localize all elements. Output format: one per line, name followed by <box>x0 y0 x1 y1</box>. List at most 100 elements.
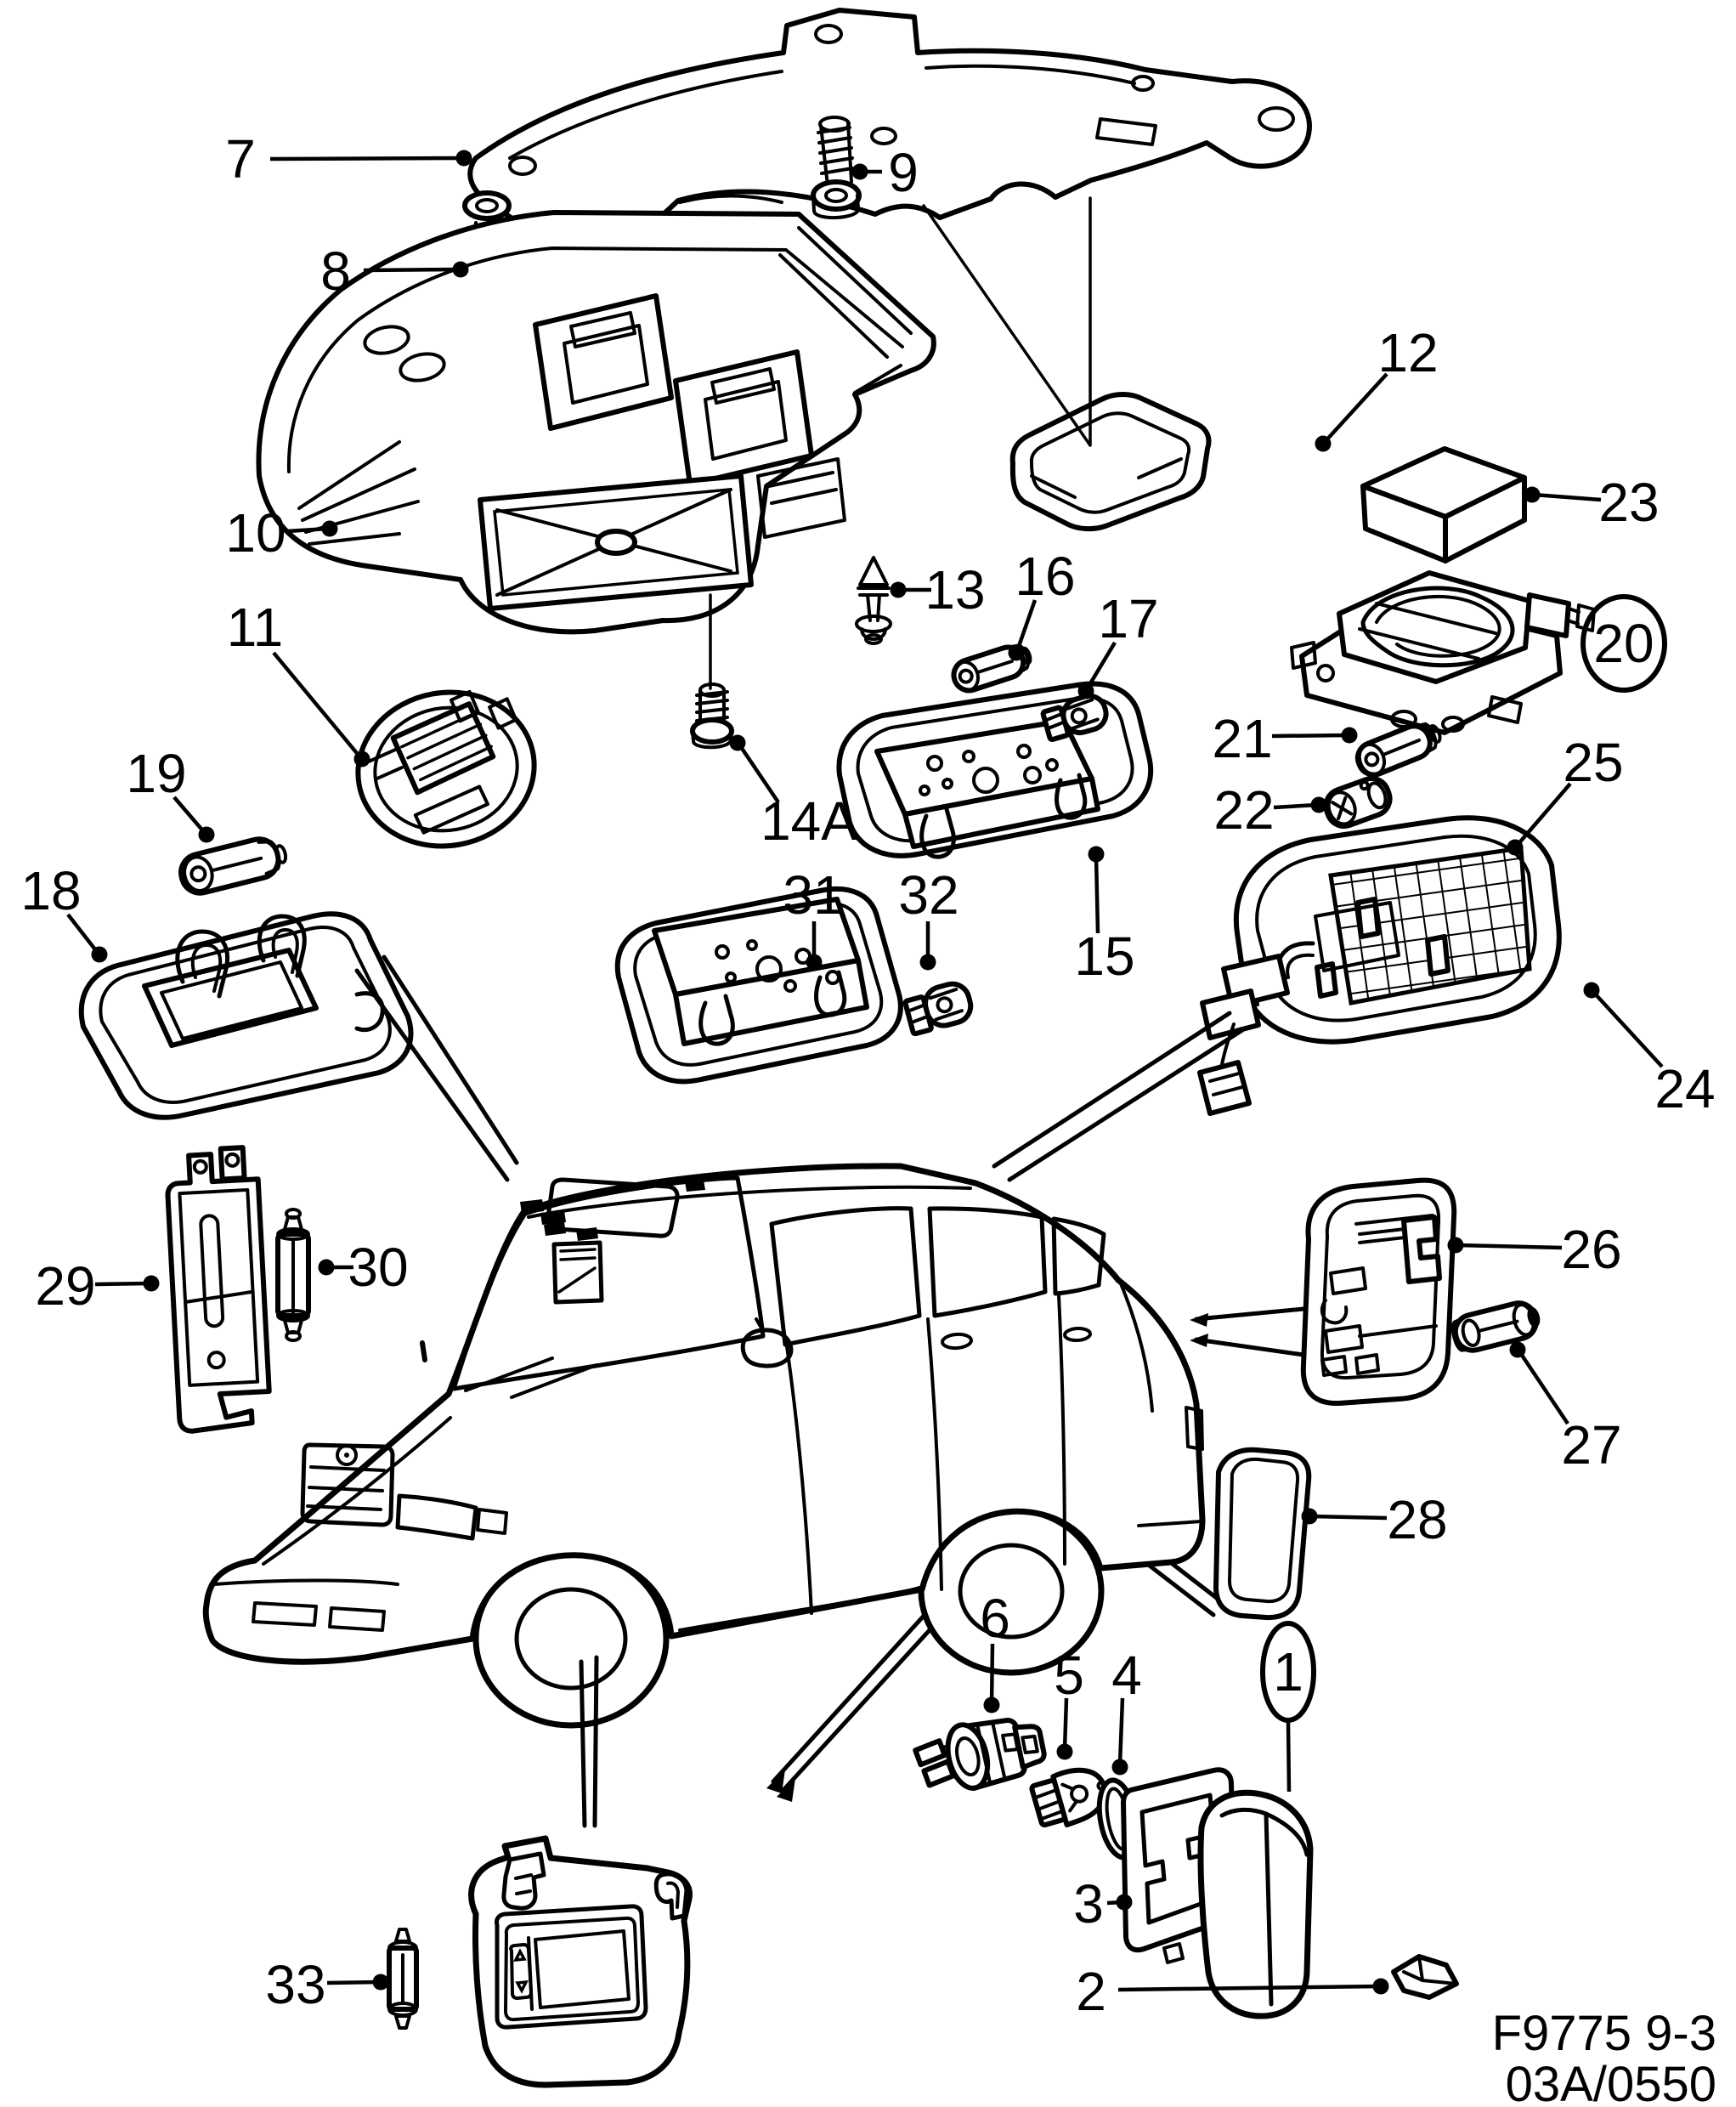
callout-18: 18 <box>20 860 108 963</box>
callout-33: 33 <box>265 1954 389 2015</box>
svg-text:32: 32 <box>898 864 958 926</box>
svg-text:7: 7 <box>225 128 256 190</box>
bracket-29 <box>165 1145 272 1434</box>
visor-corner-hook <box>653 1872 689 1921</box>
front-door-window <box>769 1206 922 1347</box>
lamp-housing-26 <box>1300 1177 1457 1407</box>
svg-text:29: 29 <box>35 1255 95 1317</box>
car-illustration <box>202 1163 1206 1729</box>
callout-4: 4 <box>1111 1645 1142 1776</box>
svg-text:14A: 14A <box>761 790 857 852</box>
svg-text:22: 22 <box>1213 779 1274 841</box>
svg-text:20: 20 <box>1593 613 1654 674</box>
callout-31: 31 <box>783 864 844 971</box>
callout-1: 1 <box>1260 1621 1316 1793</box>
callout-16: 16 <box>1008 546 1076 661</box>
clip-2 <box>1391 1954 1459 2000</box>
luggage-lamp-31 <box>614 886 903 1085</box>
svg-text:24: 24 <box>1654 1058 1715 1119</box>
wedge-bulb-32 <box>902 981 974 1037</box>
sunroof <box>546 1177 680 1238</box>
rear-lamp-housing-24-25 <box>1197 815 1562 1116</box>
callout-7: 7 <box>225 128 472 190</box>
mounting-plate-11 <box>355 689 537 849</box>
callout-17: 17 <box>1077 588 1159 700</box>
callout-11: 11 <box>227 597 370 767</box>
callout-21: 21 <box>1212 708 1358 769</box>
sun-visor <box>468 1655 693 2088</box>
roof-console-base <box>256 210 936 635</box>
callout-20: 20 <box>1580 594 1667 693</box>
svg-text:11: 11 <box>227 597 283 658</box>
visor-clip <box>501 1851 546 1911</box>
callout-32: 32 <box>898 864 959 971</box>
windshield <box>451 1175 766 1391</box>
callout-19: 19 <box>126 743 215 843</box>
callout-10: 10 <box>225 502 338 564</box>
callout-26: 26 <box>1447 1219 1622 1280</box>
quarter-window <box>1051 1216 1106 1296</box>
figure-sheet-code: 03A/0550 <box>1506 2057 1716 2107</box>
svg-text:13: 13 <box>925 559 985 620</box>
svg-text:2: 2 <box>1076 1961 1106 2022</box>
callout-22: 22 <box>1213 779 1327 841</box>
svg-text:31: 31 <box>783 864 843 926</box>
car-body-outline <box>202 1163 1206 1665</box>
lens-28 <box>1213 1447 1312 1621</box>
callout-29: 29 <box>35 1255 160 1317</box>
svg-text:12: 12 <box>1377 322 1438 383</box>
svg-text:17: 17 <box>1098 588 1158 649</box>
svg-text:5: 5 <box>1054 1645 1084 1706</box>
festoon-bulb-33 <box>387 1928 419 2030</box>
grille <box>300 1442 395 1527</box>
reading-lamp-18 <box>78 911 414 1120</box>
festoon-bulb-30 <box>275 1208 311 1342</box>
svg-text:4: 4 <box>1111 1645 1142 1706</box>
svg-text:15: 15 <box>1074 926 1134 987</box>
callout-24: 24 <box>1583 982 1716 1119</box>
alignment-lines-12 <box>922 196 1092 447</box>
svg-text:10: 10 <box>225 502 286 564</box>
mirror-slider <box>509 1943 533 2000</box>
door-mirror <box>740 1328 794 1368</box>
cover-23 <box>1360 446 1527 564</box>
bulb-22 <box>1323 775 1393 830</box>
svg-text:33: 33 <box>265 1954 325 2015</box>
svg-text:9: 9 <box>888 142 919 203</box>
svg-text:18: 18 <box>20 860 81 921</box>
screw-14a <box>690 593 734 750</box>
vanity-mirror-frame <box>495 1904 648 2030</box>
roof-lamp-markers <box>520 1180 705 1241</box>
callout-8: 8 <box>320 241 469 302</box>
svg-text:21: 21 <box>1212 708 1272 769</box>
rear-door-window <box>927 1206 1048 1318</box>
callout-12: 12 <box>1315 322 1439 452</box>
svg-text:23: 23 <box>1598 472 1659 533</box>
festoon-bulb-27 <box>1450 1300 1541 1353</box>
svg-text:16: 16 <box>1015 546 1075 607</box>
callout-5: 5 <box>1054 1645 1084 1760</box>
storage-tray-12 <box>1009 392 1212 532</box>
callout-25: 25 <box>1507 732 1624 856</box>
callout-3: 3 <box>1073 1873 1133 1934</box>
callout-14A: 14A <box>729 734 857 852</box>
svg-text:25: 25 <box>1563 732 1623 793</box>
svg-text:28: 28 <box>1387 1489 1447 1550</box>
festoon-bulb-19 <box>178 836 288 896</box>
lamp-lens-1 <box>1197 1789 1314 2019</box>
control-module-20 <box>1290 570 1596 735</box>
brand-badge-icon <box>336 1444 358 1466</box>
callout-6: 6 <box>980 1588 1010 1713</box>
callout-2: 2 <box>1076 1961 1389 2022</box>
callout-28: 28 <box>1301 1489 1448 1550</box>
wedge-bulb-5 <box>1029 1767 1108 1828</box>
headlight <box>395 1493 478 1541</box>
screw-9 <box>811 116 862 220</box>
callout-layer: 7891011121314A15161718192021222324252627… <box>20 128 1715 2022</box>
svg-text:8: 8 <box>320 241 351 302</box>
svg-text:26: 26 <box>1561 1219 1621 1280</box>
bulb-socket-6 <box>913 1717 1047 1791</box>
svg-text:19: 19 <box>126 743 186 804</box>
